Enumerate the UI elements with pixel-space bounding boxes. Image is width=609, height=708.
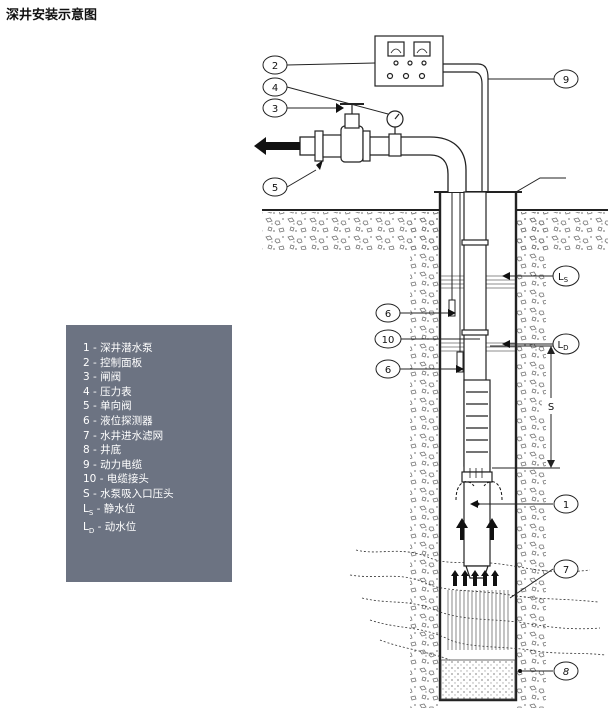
page-title: 深井安装示意图 bbox=[6, 8, 98, 23]
flow-arrows bbox=[451, 518, 499, 586]
legend-item: 10 - 电缆接头 bbox=[83, 473, 149, 486]
callout-5: 5 bbox=[272, 183, 278, 194]
callout-3: 3 bbox=[272, 104, 278, 115]
legend-item: 8 - 井底 bbox=[83, 444, 122, 457]
leader-lines bbox=[286, 62, 568, 672]
callout-ls: LS bbox=[558, 272, 569, 284]
aquifer-lines bbox=[349, 549, 606, 661]
callout-6-lower: 6 bbox=[385, 365, 391, 376]
callout-6-upper: 6 bbox=[385, 309, 391, 320]
leader-arrowheads bbox=[316, 103, 522, 673]
pressure-gauge bbox=[386, 110, 404, 157]
callout-9: 9 bbox=[563, 75, 569, 86]
level-probes bbox=[448, 192, 464, 373]
legend-panel: 1 - 深井潜水泵 2 - 控制面板 3 - 闸阀 4 - 压力表 5 - 单向… bbox=[66, 325, 232, 582]
legend-item: 5 - 单向阀 bbox=[83, 400, 132, 413]
callout-8: 8 bbox=[563, 667, 569, 678]
legend-item: 1 - 深井潜水泵 bbox=[83, 342, 153, 354]
submersible-pump bbox=[461, 379, 493, 579]
callout-1: 1 bbox=[563, 500, 569, 511]
ground-soil bbox=[262, 209, 608, 708]
callout-markers bbox=[262, 55, 580, 681]
callout-ld: LD bbox=[558, 340, 569, 352]
flow-curves bbox=[455, 481, 503, 501]
s-label: S bbox=[548, 402, 554, 413]
gate-valve bbox=[340, 103, 371, 163]
callout-4: 4 bbox=[272, 83, 278, 94]
legend-item: S - 水泵吸入口压头 bbox=[83, 487, 174, 500]
legend-item: 7 - 水井进水滤网 bbox=[83, 429, 164, 442]
legend-item: 3 - 闸阀 bbox=[83, 371, 122, 384]
control-panel bbox=[374, 35, 444, 87]
callout-2: 2 bbox=[272, 61, 278, 72]
well-bottom bbox=[440, 659, 516, 700]
legend-item: 6 - 液位探测器 bbox=[83, 414, 153, 427]
legend-item: 2 - 控制面板 bbox=[83, 356, 143, 369]
callout-7: 7 bbox=[563, 565, 569, 576]
legend-item: LD - 动水位 bbox=[83, 521, 137, 536]
legend-item: 4 - 压力表 bbox=[83, 385, 132, 398]
callout-10: 10 bbox=[382, 335, 395, 346]
legend-item: 9 - 动力电缆 bbox=[83, 458, 143, 471]
well-screen bbox=[447, 590, 509, 650]
s-label-mask bbox=[542, 398, 560, 414]
legend-item: LS - 静水位 bbox=[83, 502, 136, 517]
outlet-arrow bbox=[254, 137, 300, 155]
